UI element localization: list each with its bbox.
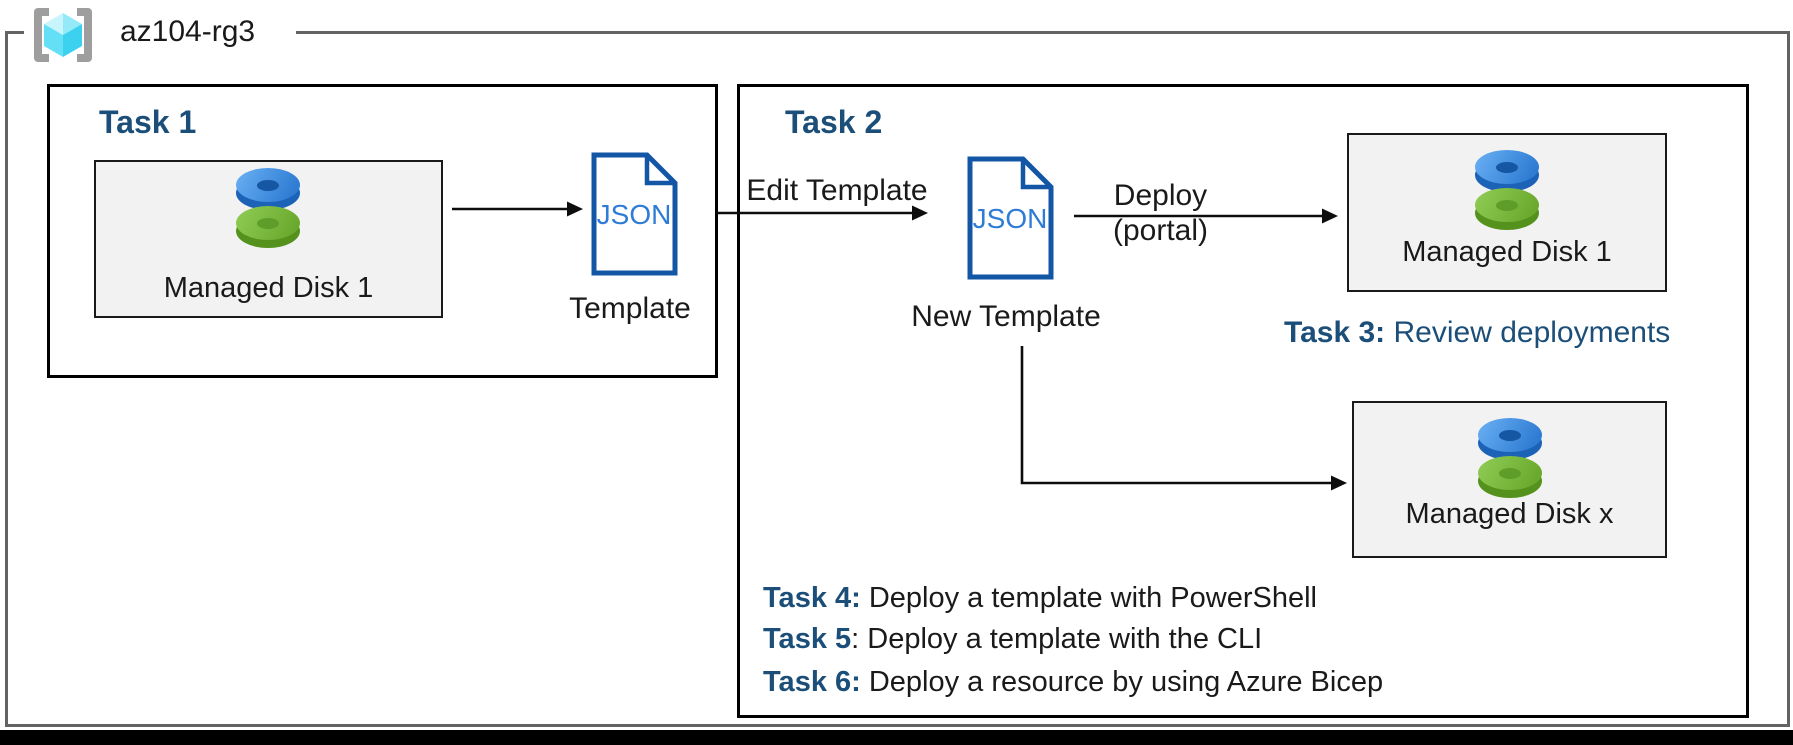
task5-label: Task 5 <box>763 623 852 655</box>
task6-text: Deploy a resource by using Azure Bicep <box>860 666 1384 698</box>
task6-label: Task 6: <box>763 666 861 698</box>
resource-group-name: az104-rg3 <box>120 15 256 48</box>
page-fold <box>1020 159 1051 190</box>
resource-group-border <box>5 31 1790 727</box>
task4-annotation: Task 4: Deploy a template with PowerShel… <box>763 582 1317 615</box>
page-fold <box>644 155 675 186</box>
bracket-left <box>34 8 49 62</box>
json-document-icon: JSON <box>967 156 1054 280</box>
managed-disk-1-label-task2: Managed Disk 1 <box>1402 236 1612 268</box>
deploy-label-line1: Deploy <box>1113 179 1208 212</box>
deploy-arrow-label: Deploy (portal) <box>1063 178 1258 248</box>
task4-label: Task 4: <box>763 582 861 614</box>
task5-text: : Deploy a template with the CLI <box>851 623 1263 655</box>
managed-disk-1-label-task1: Managed Disk 1 <box>163 272 374 304</box>
managed-disk-icon <box>236 168 300 248</box>
task5-annotation: Task 5: Deploy a template with the CLI <box>763 623 1262 656</box>
new-template-label: New Template <box>911 300 1101 333</box>
json-document-icon: JSON <box>591 152 678 276</box>
bracket-right <box>77 8 92 62</box>
task4-text: Deploy a template with PowerShell <box>860 582 1317 614</box>
managed-disk-x-label: Managed Disk x <box>1405 498 1614 530</box>
json-doc-text: JSON <box>597 199 672 230</box>
resource-group-icon <box>34 8 92 62</box>
task6-annotation: Task 6: Deploy a resource by using Azure… <box>763 666 1383 699</box>
json-doc-text: JSON <box>973 203 1048 234</box>
managed-disk-icon <box>1478 418 1542 498</box>
edit-template-arrow-label: Edit Template <box>746 174 928 207</box>
task3-annotation: Task 3: Review deployments <box>1284 316 1670 350</box>
task2-heading: Task 2 <box>785 104 883 140</box>
task3-text: Review deployments <box>1385 316 1671 349</box>
deploy-label-line2: (portal) <box>1112 214 1209 247</box>
task1-heading: Task 1 <box>99 104 197 140</box>
bottom-black-bar <box>0 730 1793 745</box>
managed-disk-icon <box>1475 150 1539 230</box>
task3-label: Task 3: <box>1284 316 1386 349</box>
template-label: Template <box>569 292 691 325</box>
